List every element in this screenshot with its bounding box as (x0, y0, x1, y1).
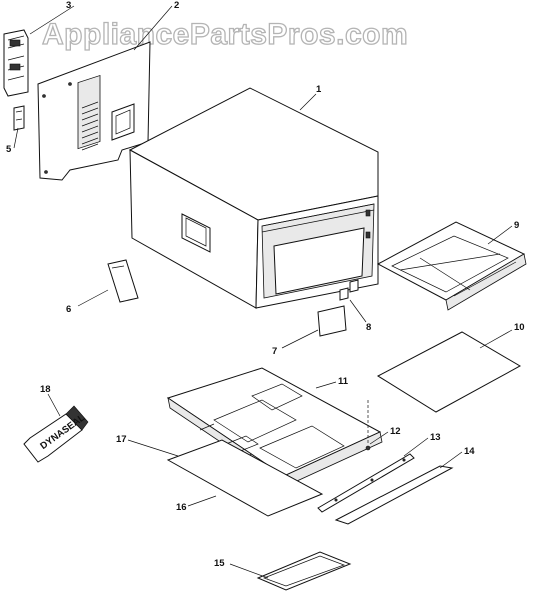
watermark-text: AppliancePartsPros.com (42, 18, 408, 51)
leader-lines (13, 5, 513, 579)
callout-2: 2 (174, 0, 179, 11)
part-10-sheet[interactable] (376, 331, 522, 413)
part-5-clip[interactable] (13, 105, 25, 131)
part-15-bottom-tray[interactable] (256, 551, 352, 591)
callout-6: 6 (66, 304, 71, 315)
callout-9: 9 (514, 220, 519, 231)
callout-12: 12 (390, 426, 401, 437)
part-16-floor-plate[interactable] (166, 439, 324, 517)
callout-11: 11 (338, 376, 349, 387)
part-18-sealant-tube[interactable]: DYNASEAL (23, 405, 89, 463)
part-9-tray[interactable] (376, 221, 527, 311)
callout-14: 14 (464, 446, 475, 457)
callout-8: 8 (366, 322, 371, 333)
part-14-strip[interactable] (334, 465, 454, 525)
callout-16: 16 (176, 502, 187, 513)
part-3-bracket[interactable] (3, 29, 29, 97)
callout-13: 13 (430, 432, 441, 443)
callout-1: 1 (316, 84, 322, 95)
part-2-back-panel[interactable] (37, 41, 151, 181)
callout-10: 10 (514, 322, 525, 333)
callout-15: 15 (214, 558, 225, 569)
callout-18: 18 (40, 384, 51, 395)
part-6-cover[interactable] (107, 259, 139, 303)
part-13-rail[interactable] (317, 453, 415, 513)
part-12-screw[interactable] (365, 400, 371, 451)
callout-7: 7 (272, 346, 277, 357)
part-1-cabinet[interactable] (128, 87, 379, 309)
callout-17: 17 (116, 434, 127, 445)
callout-3: 3 (66, 0, 71, 11)
part-7-pad[interactable] (317, 305, 347, 337)
part-8-spacers[interactable] (339, 279, 359, 301)
callout-5: 5 (6, 144, 12, 155)
